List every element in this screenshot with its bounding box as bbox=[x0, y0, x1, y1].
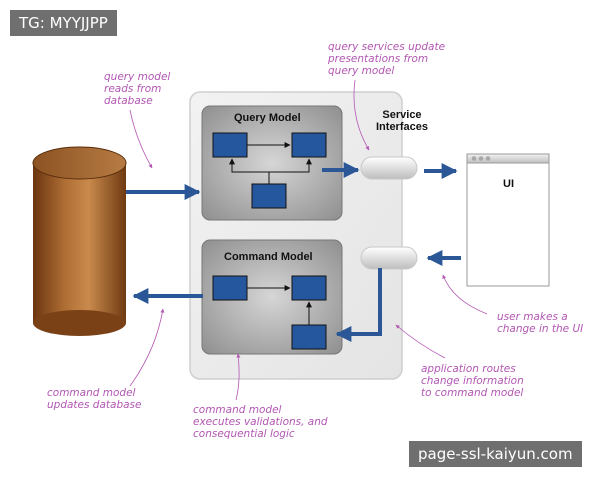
annotation-command-executes: command model executes validations, and … bbox=[193, 404, 328, 440]
query-model-blocks bbox=[212, 132, 327, 209]
annotation-user-changes: user makes a change in the UI bbox=[497, 311, 584, 335]
annotation-query-services: query services update presentations from… bbox=[328, 41, 446, 77]
watermark-bottom-right: page-ssl-kaiyun.com bbox=[409, 441, 582, 467]
database-cylinder bbox=[32, 146, 127, 336]
query-model-title: Query Model bbox=[234, 112, 301, 124]
command-model-title: Command Model bbox=[224, 251, 313, 263]
ui-window bbox=[466, 153, 550, 287]
annotation-app-routes: application routes change information to… bbox=[421, 363, 524, 399]
annotation-command-updates: command model updates database bbox=[47, 387, 142, 411]
annotation-leaders bbox=[129, 79, 488, 401]
ui-label: UI bbox=[503, 178, 514, 190]
command-model-blocks bbox=[212, 275, 327, 350]
flow-arrows bbox=[126, 162, 461, 342]
watermark-top-left: TG: MYYJJPP bbox=[10, 10, 117, 36]
service-interfaces-label: Service Interfaces bbox=[376, 109, 428, 133]
annotation-query-reads: query model reads from database bbox=[104, 71, 171, 107]
service-interface-pills bbox=[360, 156, 418, 270]
